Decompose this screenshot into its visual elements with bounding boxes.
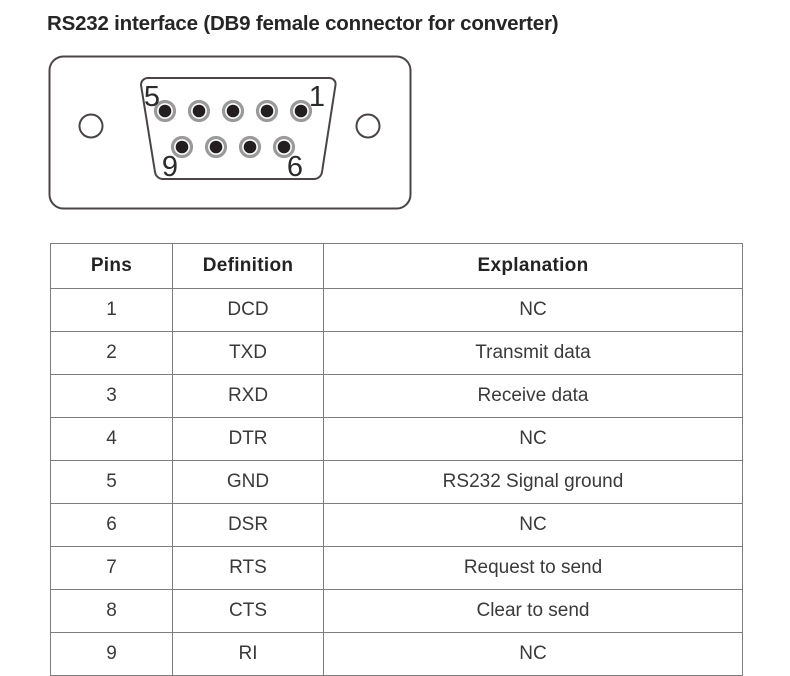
page-title: RS232 interface (DB9 female connector fo…	[47, 12, 559, 35]
cell-pin: 5	[50, 460, 173, 504]
cell-explanation: Receive data	[323, 374, 743, 418]
cell-definition: DSR	[172, 503, 324, 547]
cell-pin: 6	[50, 503, 173, 547]
cell-explanation: NC	[323, 503, 743, 547]
cell-definition: TXD	[172, 331, 324, 375]
pin-8	[204, 135, 228, 159]
cell-pin: 8	[50, 589, 173, 633]
db9-connector-svg: 5 1 9 6	[48, 55, 412, 210]
pin-3	[221, 99, 245, 123]
cell-pin: 1	[50, 288, 173, 332]
table-row: 6 DSR NC	[50, 503, 743, 547]
cell-explanation: NC	[323, 417, 743, 461]
cell-pin: 3	[50, 374, 173, 418]
pin-5	[153, 99, 177, 123]
pin-4	[187, 99, 211, 123]
cell-explanation: NC	[323, 288, 743, 332]
cell-pin: 2	[50, 331, 173, 375]
cell-definition: RI	[172, 632, 324, 676]
pin-6	[272, 135, 296, 159]
cell-explanation: Transmit data	[323, 331, 743, 375]
pin-9	[170, 135, 194, 159]
pin-label-bottom-right: 6	[287, 151, 303, 183]
cell-pin: 9	[50, 632, 173, 676]
table-row: 8 CTS Clear to send	[50, 589, 743, 633]
pinout-table-body: 1 DCD NC 2 TXD Transmit data 3 RXD Recei…	[50, 288, 743, 676]
cell-explanation: Request to send	[323, 546, 743, 590]
cell-pin: 7	[50, 546, 173, 590]
pin-row-top	[153, 99, 313, 123]
pin-label-bottom-left: 9	[162, 151, 178, 183]
table-row: 1 DCD NC	[50, 288, 743, 332]
cell-definition: RTS	[172, 546, 324, 590]
table-row: 7 RTS Request to send	[50, 546, 743, 590]
column-header-pins: Pins	[50, 243, 173, 289]
cell-definition: CTS	[172, 589, 324, 633]
cell-definition: DTR	[172, 417, 324, 461]
pin-label-top-left: 5	[144, 81, 160, 113]
column-header-explanation: Explanation	[323, 243, 743, 289]
table-row: 9 RI NC	[50, 632, 743, 676]
table-row: 3 RXD Receive data	[50, 374, 743, 418]
table-header-row: Pins Definition Explanation	[50, 243, 743, 289]
cell-explanation: Clear to send	[323, 589, 743, 633]
mounting-hole-right	[355, 113, 381, 139]
db9-connector-diagram: 5 1 9 6	[45, 50, 417, 215]
cell-definition: DCD	[172, 288, 324, 332]
pin-row-bottom	[170, 135, 296, 159]
cell-explanation: NC	[323, 632, 743, 676]
column-header-definition: Definition	[172, 243, 324, 289]
pinout-table: Pins Definition Explanation 1 DCD NC 2 T…	[50, 243, 743, 676]
cell-definition: RXD	[172, 374, 324, 418]
pin-7	[238, 135, 262, 159]
pin-2	[255, 99, 279, 123]
cell-definition: GND	[172, 460, 324, 504]
cell-pin: 4	[50, 417, 173, 461]
cell-explanation: RS232 Signal ground	[323, 460, 743, 504]
mounting-hole-left	[78, 113, 104, 139]
table-row: 2 TXD Transmit data	[50, 331, 743, 375]
pin-1	[289, 99, 313, 123]
table-row: 4 DTR NC	[50, 417, 743, 461]
pin-label-top-right: 1	[309, 81, 325, 113]
table-row: 5 GND RS232 Signal ground	[50, 460, 743, 504]
